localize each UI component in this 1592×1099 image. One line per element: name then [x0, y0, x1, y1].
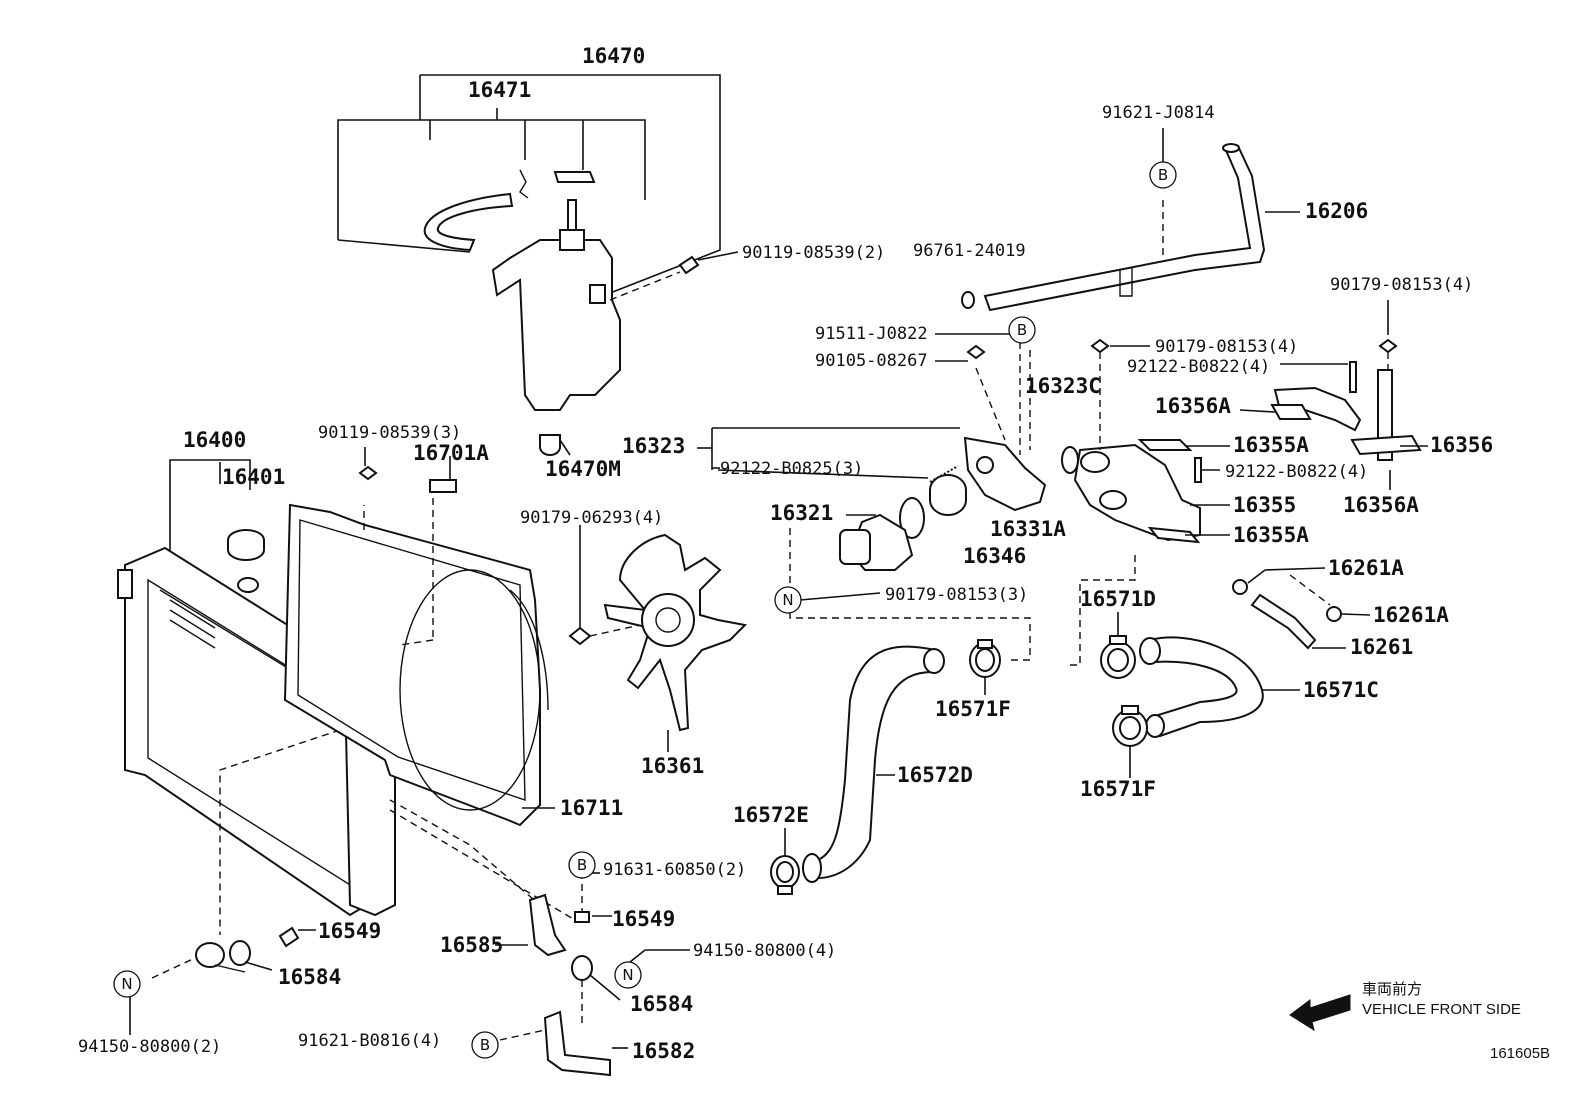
label-16549-left: 16549	[318, 919, 381, 943]
label-16571d: 16571D	[1080, 587, 1156, 611]
svg-text:B: B	[577, 856, 587, 874]
label-16355a-top: 16355A	[1233, 433, 1309, 457]
legend-vehicle-front-side: VEHICLE FRONT SIDE	[1362, 1001, 1521, 1018]
label-16582: 16582	[632, 1039, 695, 1063]
label-90179-08153-mid: 90179-08153(4)	[1155, 337, 1298, 357]
svg-text:B: B	[480, 1036, 490, 1054]
thermostat-group	[697, 333, 1079, 661]
svg-text:N: N	[622, 966, 633, 984]
label-16261a-upper: 16261A	[1328, 556, 1404, 580]
front-direction-arrow-icon	[1289, 994, 1351, 1032]
svg-text:B: B	[1017, 321, 1027, 339]
label-16323c: 16323C	[1025, 374, 1101, 398]
label-90179-08153-right: 90179-08153(4)	[1330, 275, 1473, 295]
label-94150-80800-4: 94150-80800(4)	[693, 941, 836, 961]
legend-japanese: 車両前方	[1362, 980, 1422, 998]
label-16261: 16261	[1350, 635, 1413, 659]
radiator-cap-drawing	[227, 529, 265, 561]
badge-b-bracket: B	[568, 851, 596, 879]
label-16571f-right: 16571F	[1080, 777, 1156, 801]
label-16571f-left: 16571F	[935, 697, 1011, 721]
label-16584-right: 16584	[630, 992, 693, 1016]
fastener-group-left	[358, 447, 457, 493]
label-16572d: 16572D	[897, 763, 973, 787]
label-16571c: 16571C	[1303, 678, 1379, 702]
cooling-fan-group	[568, 525, 748, 752]
label-16549-right: 16549	[612, 907, 675, 931]
label-16356a-top: 16356A	[1155, 394, 1231, 418]
svg-text:B: B	[1158, 166, 1168, 184]
thermostat-drawing	[929, 474, 967, 516]
label-90179-08153-3: 90179-08153(3)	[885, 585, 1028, 605]
label-16261a-lower: 16261A	[1373, 603, 1449, 627]
drawing-code: 161605B	[1490, 1045, 1550, 1062]
label-16470: 16470	[582, 44, 645, 68]
badge-n-inlet: N	[774, 586, 802, 614]
water-pipe-group	[961, 128, 1300, 312]
label-96761-24019: 96761-24019	[913, 241, 1026, 261]
reservoir-cap-drawing	[553, 171, 596, 183]
label-16711: 16711	[560, 796, 623, 820]
radiator-group	[117, 459, 576, 935]
label-16471: 16471	[468, 78, 531, 102]
label-92122-b0822-top: 92122-B0822(4)	[1127, 357, 1270, 377]
label-90119-08539-3: 90119-08539(3)	[318, 423, 461, 443]
bracket-16582-drawing	[543, 1010, 611, 1077]
hose-16261-group	[1232, 567, 1371, 650]
badge-n-left: N	[113, 970, 141, 998]
label-92122-b0822-mid: 92122-B0822(4)	[1225, 462, 1368, 482]
fan-shroud-group	[283, 498, 555, 827]
radiator-hose-upper-drawing	[1148, 636, 1264, 738]
label-16355a-bottom: 16355A	[1233, 523, 1309, 547]
bypass-pipe-drawing	[983, 144, 1266, 312]
reservoir-tank-drawing	[491, 239, 621, 411]
svg-text:N: N	[782, 591, 793, 609]
label-92122-b0825: 92122-B0825(3)	[720, 459, 863, 479]
label-90179-06293: 90179-06293(4)	[520, 508, 663, 528]
badge-b-bottom: B	[471, 1031, 499, 1059]
svg-text:N: N	[121, 975, 132, 993]
badge-b-pipe: B	[1149, 161, 1177, 189]
label-91511-j0822: 91511-J0822	[815, 324, 928, 344]
reservoir-group	[337, 74, 739, 456]
label-16331a: 16331A	[990, 517, 1066, 541]
label-91631-60850: 91631-60850(2)	[603, 860, 746, 880]
hose-16571c-group	[1100, 612, 1300, 778]
label-16585: 16585	[440, 933, 503, 957]
overflow-hose-drawing	[423, 192, 514, 252]
bottom-bracket-group	[129, 860, 690, 1077]
badge-n-bracket: N	[614, 961, 642, 989]
label-16323: 16323	[622, 434, 685, 458]
label-16356a-bottom: 16356A	[1343, 493, 1419, 517]
label-16346: 16346	[963, 544, 1026, 568]
label-94150-80800-2: 94150-80800(2)	[78, 1037, 221, 1057]
hose-16572d-group	[770, 639, 1001, 895]
label-91621-b0816: 91621-B0816(4)	[298, 1031, 441, 1051]
label-16400: 16400	[183, 428, 246, 452]
part-labels: 16470 16471 90119-08539(2) 16470M 91621-…	[78, 44, 1493, 1063]
badge-b-outlet: B	[1008, 316, 1036, 344]
label-16355: 16355	[1233, 493, 1296, 517]
label-16701a: 16701A	[413, 441, 489, 465]
label-90105-08267: 90105-08267	[815, 351, 928, 371]
label-16321: 16321	[770, 501, 833, 525]
label-16470m: 16470M	[545, 457, 621, 481]
bracket-16585-drawing	[528, 893, 567, 957]
label-16584-left: 16584	[278, 965, 341, 989]
bracket-16356-group	[1239, 300, 1428, 490]
label-16401: 16401	[222, 465, 285, 489]
label-16356: 16356	[1430, 433, 1493, 457]
water-outlet-drawing	[963, 436, 1047, 512]
label-16572e: 16572E	[733, 803, 809, 827]
fan-shroud-drawing	[283, 503, 541, 827]
label-90119-08539-2: 90119-08539(2)	[742, 243, 885, 263]
label-91621-j0814: 91621-J0814	[1102, 103, 1215, 123]
inlet-housing-group	[1065, 338, 1230, 666]
vehicle-front-arrow	[1289, 994, 1351, 1032]
label-16206: 16206	[1305, 199, 1368, 223]
label-16361: 16361	[641, 754, 704, 778]
